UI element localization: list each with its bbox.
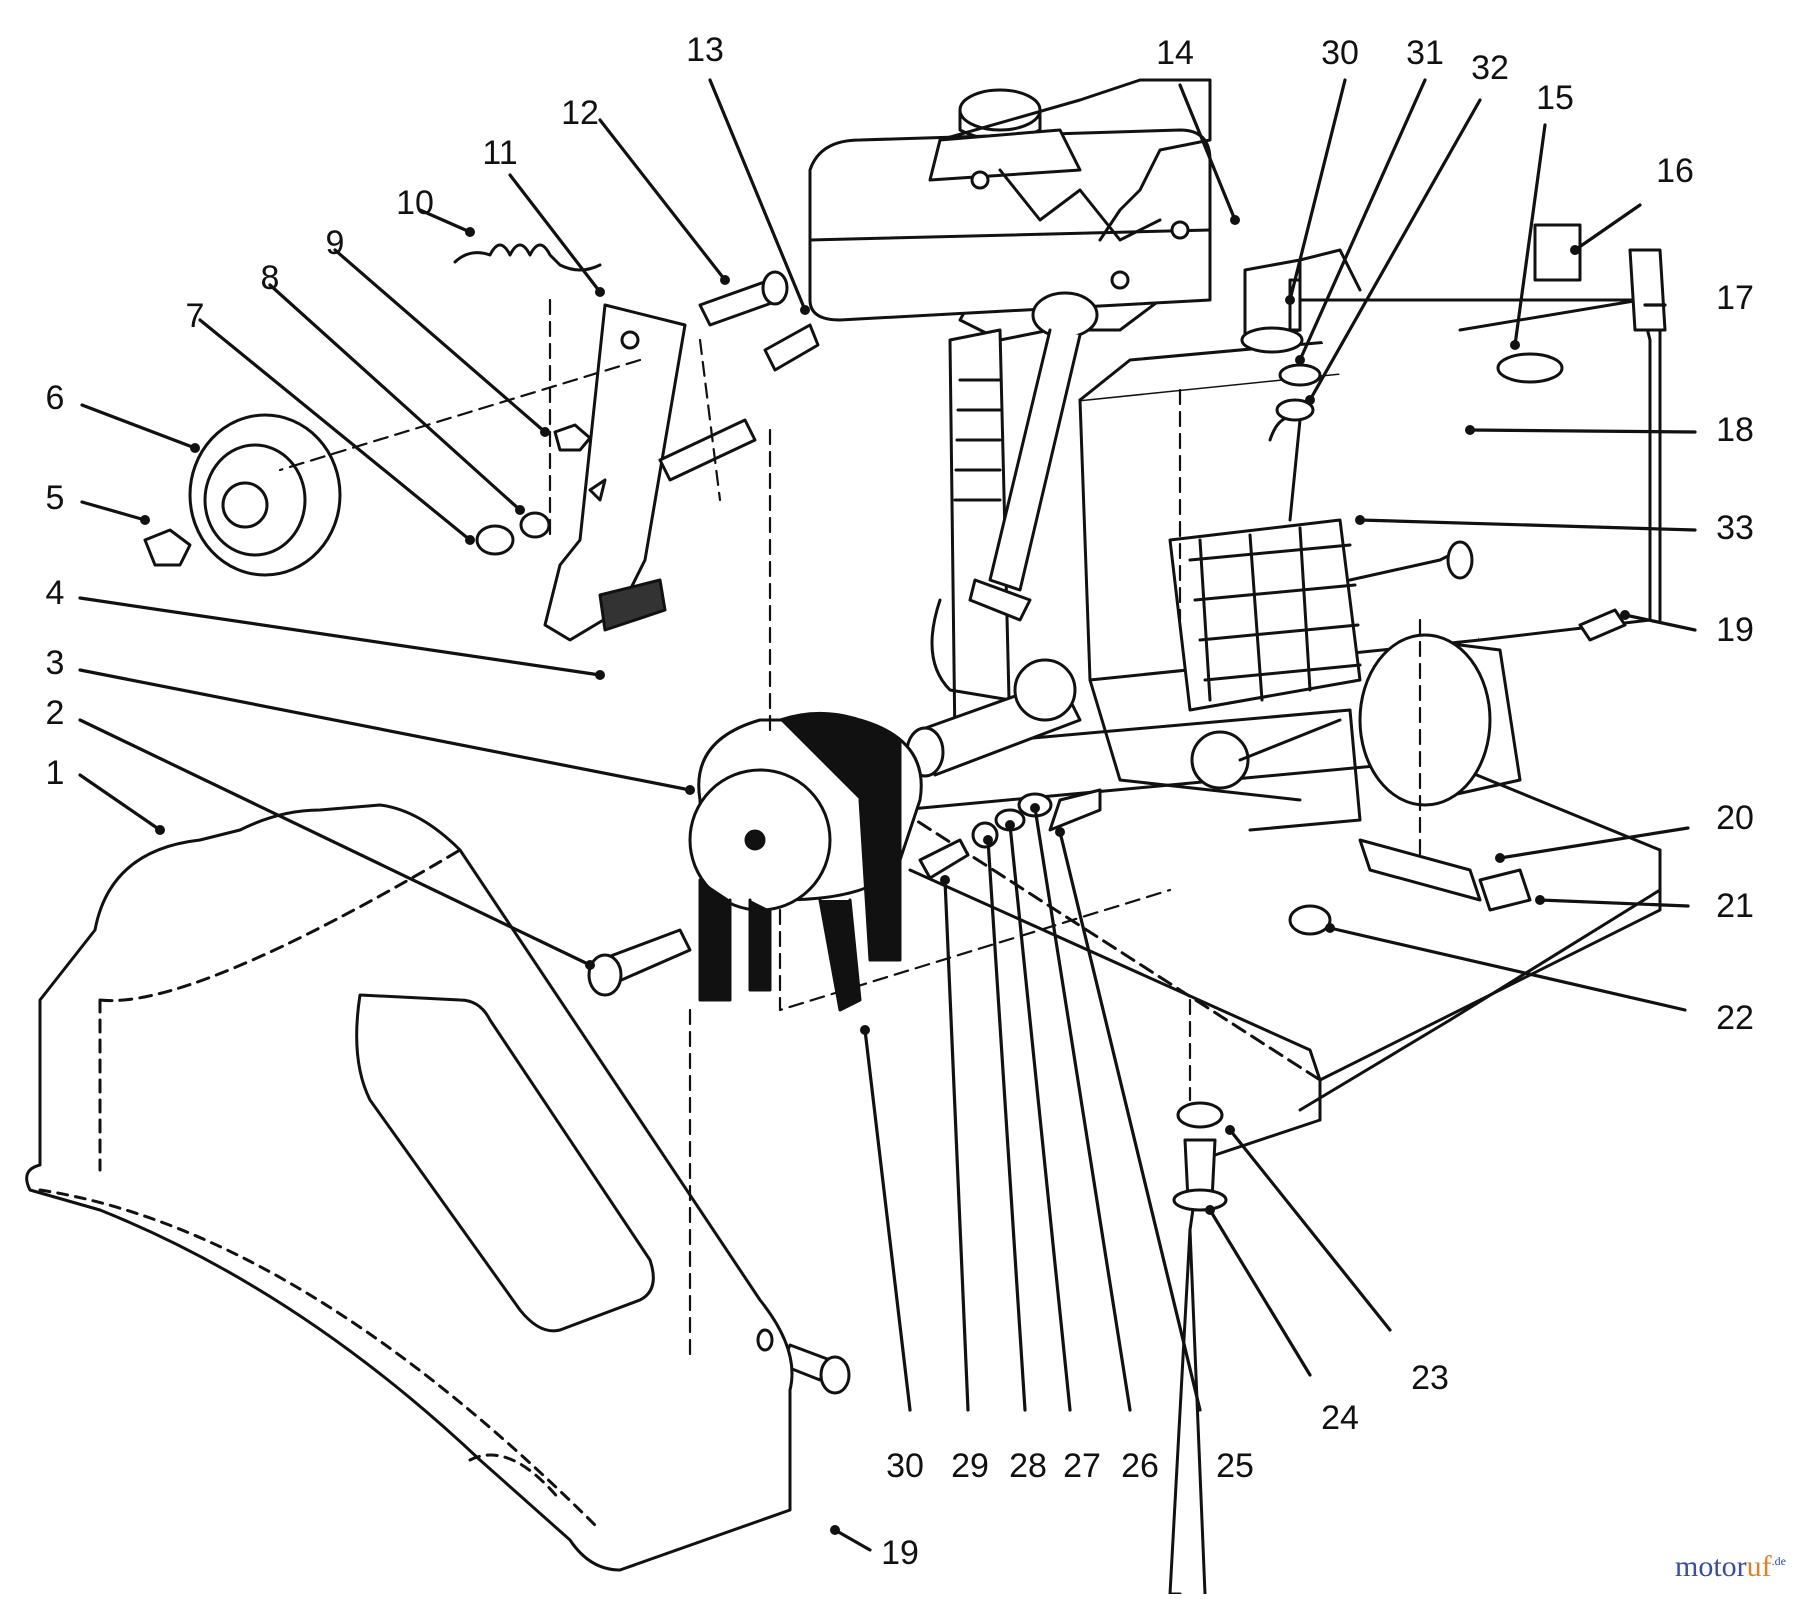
callout-20: 20 [1716, 799, 1754, 837]
callout-5: 5 [46, 479, 65, 517]
callout-1: 1 [46, 754, 65, 792]
leader-lines [78, 78, 1697, 1552]
decal-17 [1628, 248, 1667, 332]
watermark-part2: uf [1746, 1550, 1772, 1583]
fitting-21 [1478, 868, 1532, 912]
bolt-19-bottom-head [819, 1355, 851, 1395]
callout-18: 18 [1716, 411, 1754, 449]
watermark-suffix: .de [1771, 1554, 1786, 1568]
callout-21: 21 [1716, 887, 1754, 925]
belt-cover [25, 803, 794, 1572]
watermark-logo: motoruf.de [1675, 1550, 1786, 1584]
watermark-part1: motor [1675, 1550, 1747, 1583]
callout-19-bottom: 19 [881, 1534, 919, 1572]
callout-12: 12 [561, 94, 599, 132]
shoulder-bolt-13 [763, 323, 820, 372]
idler-pulley [188, 413, 342, 577]
oil-fill-tube [968, 291, 1099, 622]
spring-10 [453, 243, 602, 272]
callout-32: 32 [1471, 49, 1509, 87]
callout-23: 23 [1411, 1359, 1449, 1397]
callout-28: 28 [1009, 1447, 1047, 1485]
grommet-22 [1288, 904, 1332, 936]
bolt-29 [918, 838, 970, 880]
rod-20 [1358, 838, 1482, 902]
callout-6: 6 [46, 379, 65, 417]
callout-11: 11 [482, 134, 517, 172]
bolt-19-right [1578, 608, 1627, 642]
assembly-lines [278, 298, 1422, 1362]
callout-31: 31 [1406, 34, 1444, 72]
fuel-tank [808, 78, 1212, 322]
callout-9: 9 [326, 224, 345, 262]
callout-33: 33 [1716, 509, 1754, 547]
washer-23 [1176, 1101, 1224, 1129]
callout-27: 27 [1063, 1447, 1101, 1485]
nut-5 [143, 528, 192, 567]
callout-26: 26 [1121, 1447, 1159, 1485]
gas-cap-15 [1496, 352, 1564, 384]
idler-bracket [543, 303, 687, 642]
muffler-guard [1168, 416, 1474, 712]
nut-9 [553, 423, 592, 452]
callout-15: 15 [1536, 79, 1574, 117]
callout-22: 22 [1716, 999, 1754, 1037]
callout-17: 17 [1716, 279, 1754, 317]
callout-19-right: 19 [1716, 611, 1754, 649]
callout-30-bottom: 30 [886, 1447, 924, 1485]
callout-8: 8 [261, 259, 280, 297]
spacer-7 [475, 524, 515, 556]
callout-7: 7 [186, 297, 205, 335]
callout-13: 13 [686, 31, 724, 69]
washer-31 [1278, 363, 1322, 387]
callout-4: 4 [46, 574, 65, 612]
washer-8 [519, 511, 551, 539]
callout-labels: 1 2 3 4 5 6 7 8 9 10 11 12 13 14 15 16 1… [46, 31, 1754, 1572]
callout-25: 25 [1216, 1447, 1254, 1485]
washer-32 [1275, 398, 1315, 422]
stud-pin [658, 418, 757, 482]
decal-16 [1533, 223, 1582, 282]
drive-pulley [688, 711, 923, 1012]
bolt-12-head [761, 270, 789, 306]
callout-14: 14 [1156, 34, 1194, 72]
bolt-2-head [587, 953, 623, 997]
callout-29: 29 [951, 1447, 989, 1485]
callout-2: 2 [46, 694, 65, 732]
leader-dots [140, 215, 1630, 1535]
callout-30-top: 30 [1321, 34, 1359, 72]
callout-3: 3 [46, 644, 65, 682]
bracket-25 [1048, 788, 1102, 832]
callout-24: 24 [1321, 1399, 1359, 1437]
bolt-24-flange [1172, 1188, 1228, 1212]
crankshaft [905, 658, 1082, 778]
callout-10: 10 [396, 184, 434, 222]
callout-16: 16 [1656, 152, 1694, 190]
